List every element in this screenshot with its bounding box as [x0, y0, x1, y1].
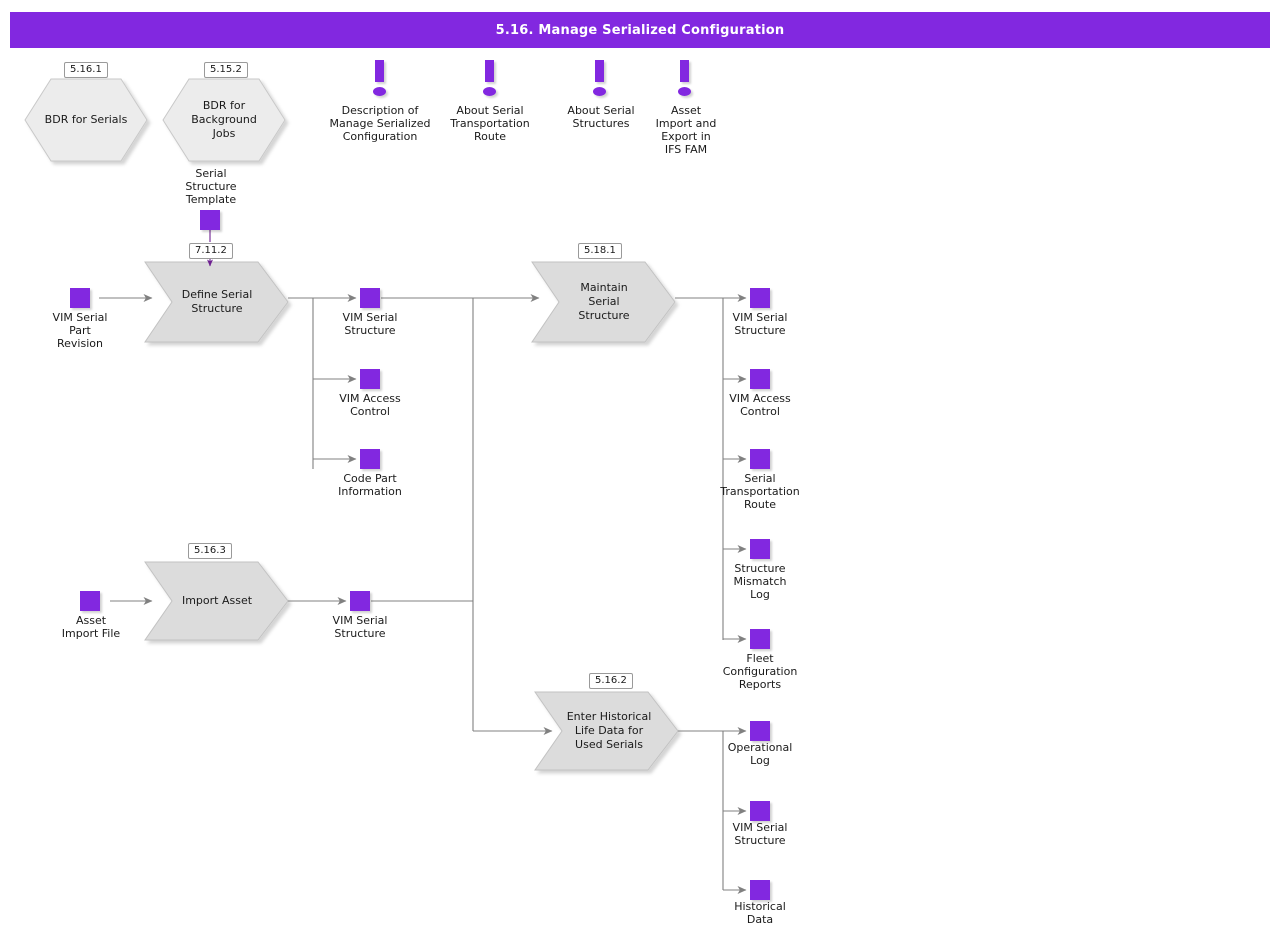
entity-label-operational-log: Operational Log	[727, 741, 793, 767]
entity-label-asset-import-file: Asset Import File	[61, 614, 121, 640]
page-title: 5.16. Manage Serialized Configuration	[10, 12, 1270, 48]
entity-label-vim-serial-part-revision: VIM Serial Part Revision	[52, 311, 108, 350]
entity-label-vim-serial-structure-maintain-out: VIM Serial Structure	[732, 311, 788, 337]
entity-serial-structure-template[interactable]	[200, 210, 220, 230]
entity-label-vim-access-control-maintain-out: VIM Access Control	[729, 392, 791, 418]
process-id-5-18-1: 5.18.1	[578, 243, 622, 259]
hexagon-id-5-15-2: 5.15.2	[204, 62, 248, 78]
exclamation-bar	[595, 60, 604, 82]
entity-code-part-information[interactable]	[360, 449, 380, 469]
hexagon-label-bdr-for-background-jobs: BDR for Background Jobs	[191, 99, 257, 140]
entity-vim-serial-part-revision[interactable]	[70, 288, 90, 308]
entity-label-fleet-configuration-reports: Fleet Configuration Reports	[722, 652, 798, 691]
exclamation-icon[interactable]	[479, 60, 501, 100]
hexagon-bdr-for-background-jobs[interactable]	[162, 78, 286, 162]
info-label-asset-import-and-export-in-ifs-fam: Asset Import and Export in IFS FAM	[655, 104, 717, 156]
process-import-asset[interactable]	[144, 561, 289, 641]
info-label-description-of-manage-serialized-configuration: Description of Manage Serialized Configu…	[329, 104, 431, 143]
entity-historical-data[interactable]	[750, 880, 770, 900]
exclamation-bar	[375, 60, 384, 82]
exclamation-bar	[680, 60, 689, 82]
process-define-serial-structure[interactable]	[144, 261, 289, 343]
entity-serial-transportation-route[interactable]	[750, 449, 770, 469]
entity-vim-serial-structure-historical-out[interactable]	[750, 801, 770, 821]
process-maintain-serial-structure[interactable]	[531, 261, 676, 343]
entity-fleet-configuration-reports[interactable]	[750, 629, 770, 649]
entity-vim-serial-structure-maintain-out[interactable]	[750, 288, 770, 308]
process-label-import-asset: Import Asset	[181, 594, 253, 607]
hexagon-label-bdr-for-serials: BDR for Serials	[44, 113, 128, 126]
entity-structure-mismatch-log[interactable]	[750, 539, 770, 559]
exclamation-icon[interactable]	[674, 60, 696, 100]
process-label-define-serial-structure: Define Serial Structure	[181, 288, 253, 315]
exclamation-dot	[593, 87, 606, 96]
exclamation-icon[interactable]	[369, 60, 391, 100]
hexagon-id-5-16-1: 5.16.1	[64, 62, 108, 78]
entity-asset-import-file[interactable]	[80, 591, 100, 611]
entity-label-serial-transportation-route: Serial Transportation Route	[720, 472, 800, 511]
process-id-5-16-3: 5.16.3	[188, 543, 232, 559]
entity-vim-serial-structure-import-out[interactable]	[350, 591, 370, 611]
entity-label-serial-structure-template: Serial Structure Template	[185, 167, 237, 206]
entity-label-vim-serial-structure-define-out: VIM Serial Structure	[342, 311, 398, 337]
hexagon-bdr-for-serials[interactable]	[24, 78, 148, 162]
entity-label-vim-access-control-define-out: VIM Access Control	[339, 392, 401, 418]
entity-vim-access-control-define-out[interactable]	[360, 369, 380, 389]
info-label-about-serial-structures: About Serial Structures	[567, 104, 635, 130]
process-id-7-11-2: 7.11.2	[189, 243, 233, 259]
info-label-about-serial-transportation-route: About Serial Transportation Route	[450, 104, 530, 143]
entity-operational-log[interactable]	[750, 721, 770, 741]
process-label-enter-historical-life-data: Enter Historical Life Data for Used Seri…	[566, 710, 652, 751]
exclamation-dot	[678, 87, 691, 96]
entity-label-vim-serial-structure-historical-out: VIM Serial Structure	[732, 821, 788, 847]
entity-label-code-part-information: Code Part Information	[338, 472, 402, 498]
entity-label-structure-mismatch-log: Structure Mismatch Log	[733, 562, 787, 601]
entity-vim-serial-structure-define-out[interactable]	[360, 288, 380, 308]
process-enter-historical-life-data[interactable]	[534, 691, 679, 771]
entity-label-historical-data: Historical Data	[734, 900, 786, 926]
exclamation-bar	[485, 60, 494, 82]
exclamation-icon[interactable]	[589, 60, 611, 100]
exclamation-dot	[483, 87, 496, 96]
exclamation-dot	[373, 87, 386, 96]
entity-vim-access-control-maintain-out[interactable]	[750, 369, 770, 389]
process-label-maintain-serial-structure: Maintain Serial Structure	[578, 281, 630, 322]
process-id-5-16-2: 5.16.2	[589, 673, 633, 689]
entity-label-vim-serial-structure-import-out: VIM Serial Structure	[332, 614, 388, 640]
